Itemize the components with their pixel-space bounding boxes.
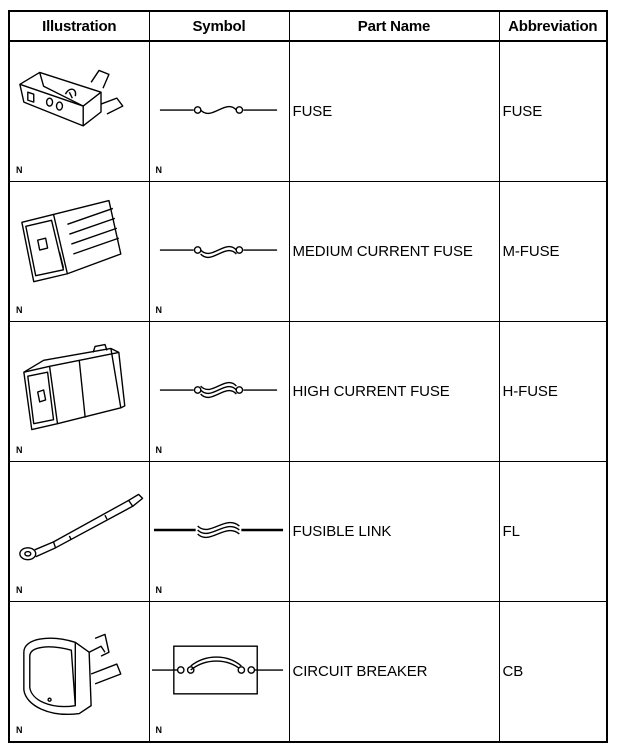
illustration-note: N	[16, 445, 22, 455]
symbol-note: N	[155, 305, 162, 315]
header-symbol: Symbol	[148, 10, 290, 42]
illustration-cell: N	[8, 181, 150, 322]
table-row: N N HIGH CURRENT FUSE H-FUSE	[8, 321, 608, 462]
high-current-fuse-icon	[23, 343, 126, 431]
abbreviation-cell: M-FUSE	[498, 181, 608, 322]
blade-fuse-icon	[19, 69, 124, 127]
symbol-note: N	[155, 445, 162, 455]
symbol-cell: N	[148, 601, 290, 743]
abbreviation-cell: FL	[498, 461, 608, 602]
symbol-cell: N	[148, 40, 290, 182]
table-row: N	[8, 601, 608, 743]
fusible-link-icon	[19, 493, 144, 561]
header-illustration: Illustration	[8, 10, 150, 42]
parts-table: Illustration Symbol Part Name Abbreviati…	[8, 10, 608, 743]
circuit-breaker-symbol-icon	[151, 645, 283, 695]
part-name: FUSE	[292, 102, 333, 120]
illustration-note: N	[16, 305, 22, 315]
medium-current-fuse-symbol-icon	[159, 245, 277, 259]
abbreviation: FL	[502, 522, 520, 540]
table-row: N N FUSE FUSE	[8, 40, 608, 182]
part-name-cell: HIGH CURRENT FUSE	[288, 321, 500, 462]
table-row: N N FUSIBLE LINK FL	[8, 461, 608, 602]
symbol-note: N	[155, 585, 162, 595]
high-current-fuse-symbol-icon	[159, 381, 277, 399]
symbol-cell: N	[148, 321, 290, 462]
illustration-note: N	[16, 585, 22, 595]
illustration-cell: N	[8, 321, 150, 462]
abbreviation: FUSE	[502, 102, 543, 120]
part-name: CIRCUIT BREAKER	[292, 662, 428, 680]
symbol-cell: N	[148, 461, 290, 602]
part-name: FUSIBLE LINK	[292, 522, 392, 540]
part-name: MEDIUM CURRENT FUSE	[292, 242, 473, 260]
abbreviation-cell: FUSE	[498, 40, 608, 182]
fuse-symbol-icon	[159, 105, 277, 115]
illustration-note: N	[16, 725, 22, 735]
part-name-cell: CIRCUIT BREAKER	[288, 601, 500, 743]
abbreviation: M-FUSE	[502, 242, 560, 260]
illustration-cell: N	[8, 461, 150, 602]
abbreviation: CB	[502, 662, 524, 680]
part-name-cell: MEDIUM CURRENT FUSE	[288, 181, 500, 322]
part-name: HIGH CURRENT FUSE	[292, 382, 450, 400]
abbreviation-cell: H-FUSE	[498, 321, 608, 462]
part-name-cell: FUSIBLE LINK	[288, 461, 500, 602]
header-row: Illustration Symbol Part Name Abbreviati…	[8, 10, 608, 42]
medium-current-fuse-icon	[21, 199, 122, 283]
part-name-cell: FUSE	[288, 40, 500, 182]
illustration-cell: N	[8, 601, 150, 743]
abbreviation: H-FUSE	[502, 382, 558, 400]
table-row: N N MEDIUM CURRENT FUSE M-FUSE	[8, 181, 608, 322]
header-abbreviation: Abbreviation	[498, 10, 608, 42]
symbol-note: N	[155, 165, 162, 175]
symbol-note: N	[155, 725, 162, 735]
circuit-breaker-icon	[23, 633, 122, 715]
abbreviation-cell: CB	[498, 601, 608, 743]
symbol-cell: N	[148, 181, 290, 322]
illustration-cell: N	[8, 40, 150, 182]
illustration-note: N	[16, 165, 22, 175]
header-part-name: Part Name	[288, 10, 500, 42]
fusible-link-symbol-icon	[153, 521, 283, 539]
